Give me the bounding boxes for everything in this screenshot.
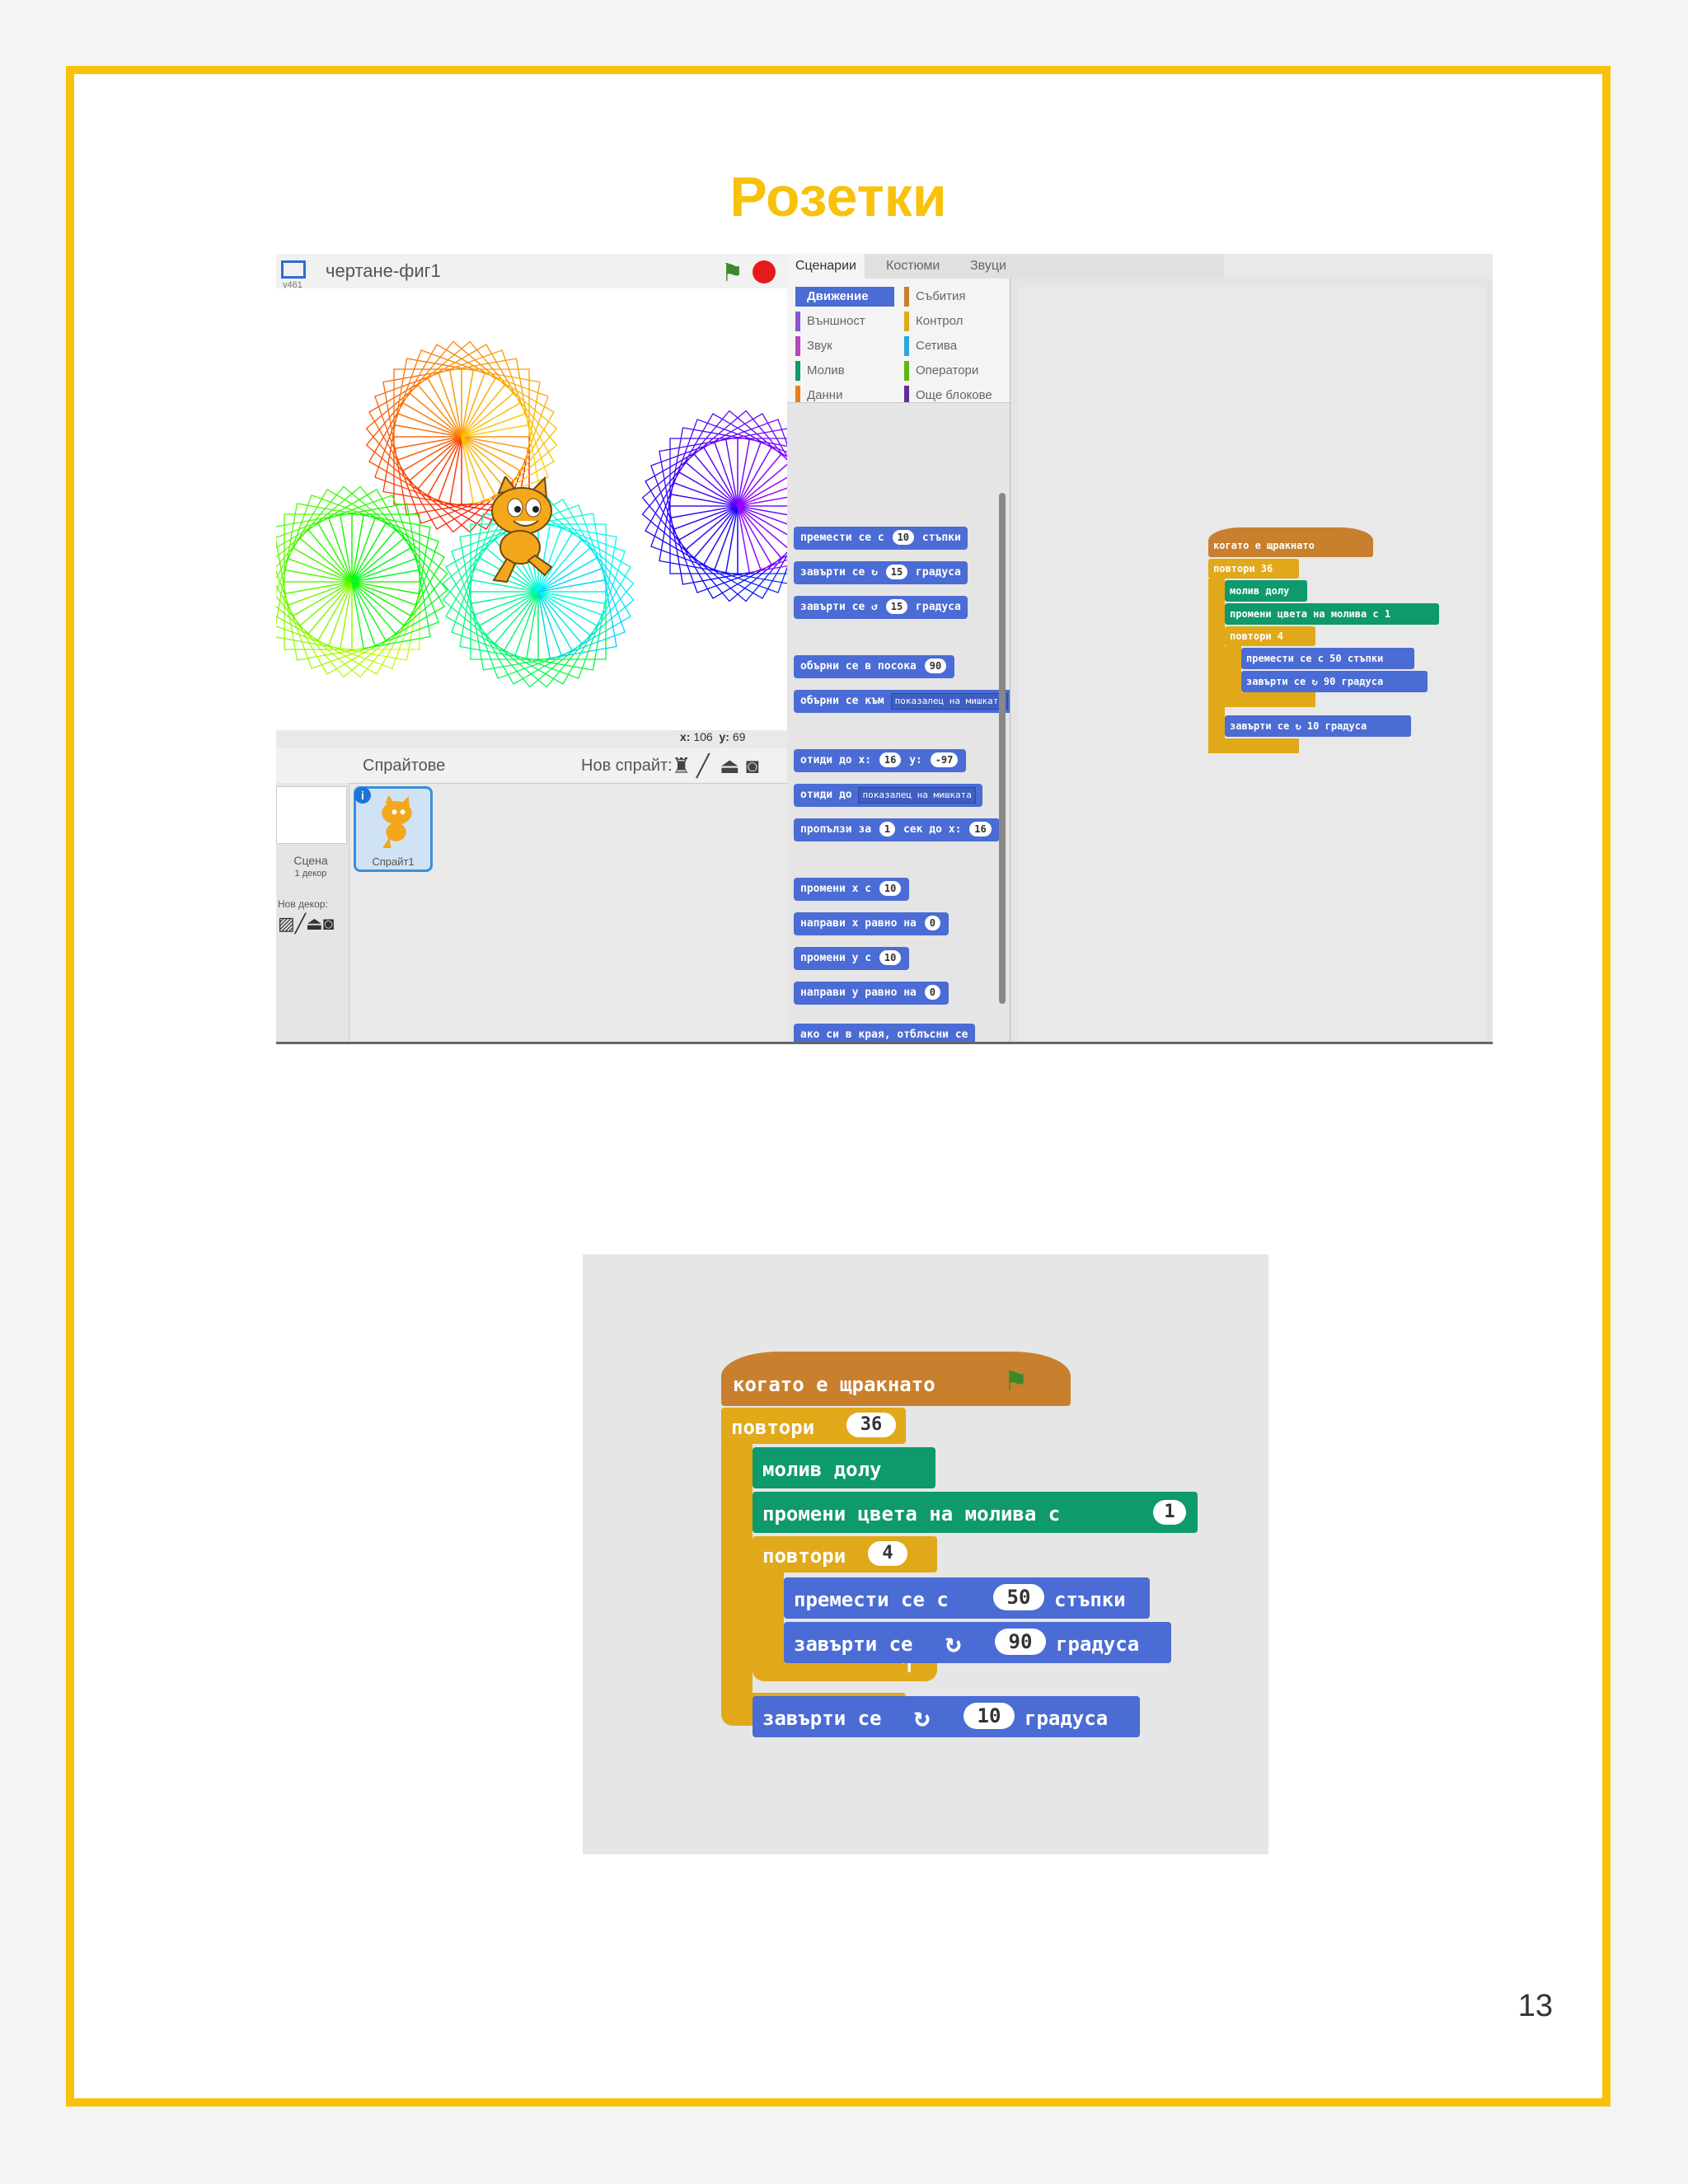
- stop-icon[interactable]: [753, 260, 776, 284]
- mini-pen-down[interactable]: молив долу: [1225, 580, 1307, 602]
- new-sprite-label: Нов спрайт:: [581, 757, 673, 775]
- rosette-0: [365, 340, 558, 533]
- version-label: v461: [283, 280, 302, 290]
- category-7[interactable]: Оператори: [904, 361, 978, 381]
- sprite-name: Спрайт1: [372, 855, 415, 868]
- cat-sprite[interactable]: [474, 476, 565, 592]
- category-4[interactable]: Звук: [795, 336, 832, 356]
- set-y-block[interactable]: направи y равно на 0: [794, 982, 949, 1005]
- glide-block[interactable]: пропълзи за 1 сек до x: 16: [794, 818, 1000, 841]
- bounce-block[interactable]: ако си в края, отблъсни се: [794, 1024, 975, 1042]
- tab-costumes[interactable]: Костюми: [886, 259, 940, 273]
- pen-down-block[interactable]: молив долу: [753, 1447, 935, 1488]
- info-icon[interactable]: i: [354, 787, 371, 804]
- mini-repeat-4[interactable]: повтори 4: [1225, 626, 1315, 646]
- upload-sprite-icon[interactable]: ⏏: [720, 753, 740, 778]
- palette-scrollbar[interactable]: [999, 493, 1006, 1004]
- mini-repeat-36[interactable]: повтори 36: [1208, 559, 1299, 579]
- category-6[interactable]: Молив: [795, 361, 845, 381]
- tab-sounds[interactable]: Звуци: [970, 259, 1006, 273]
- mini-move[interactable]: премести се с 50 стъпки: [1241, 648, 1414, 669]
- stage-thumbnail[interactable]: [276, 786, 347, 844]
- category-2[interactable]: Външност: [795, 312, 865, 331]
- scratch-editor-screenshot: v461 чертане-фиг1 ⚑ x: 106: [276, 254, 1493, 1044]
- sprite-thumbnail-cat: [382, 795, 412, 848]
- turn-right-block[interactable]: завърти се ↻ 15 градуса: [794, 561, 968, 584]
- green-flag-icon: ⚑: [1006, 1361, 1025, 1398]
- scene-label: Сцена: [293, 854, 328, 867]
- category-0[interactable]: Движение: [795, 287, 894, 307]
- mouse-coordinates: x: 106 y: 69: [680, 730, 746, 743]
- rosette-2: [442, 495, 635, 688]
- sprite-tile[interactable]: i Спрайт1: [354, 786, 433, 872]
- category-3[interactable]: Контрол: [904, 312, 963, 331]
- page-number: 13: [1517, 1989, 1553, 2023]
- scene-backdrops-count: 1 декор: [294, 869, 327, 879]
- rosette-1: [276, 485, 448, 678]
- new-backdrop-label: Нов декор:: [278, 898, 328, 910]
- mini-change-color[interactable]: промени цвета на молива с 1: [1225, 603, 1439, 625]
- mini-arm-3: [1225, 692, 1315, 707]
- slide-title: Розетки: [729, 166, 947, 228]
- goto-block[interactable]: отиди до показалец на мишката: [794, 784, 982, 807]
- mini-arm-2: [1225, 646, 1241, 696]
- sprites-label: Спрайтове: [363, 757, 446, 775]
- mini-turn-90[interactable]: завърти се ↻ 90 градуса: [1241, 671, 1428, 692]
- goto-xy-block[interactable]: отиди до x: 16 y: -97: [794, 749, 967, 772]
- tab-scripts[interactable]: Сценарии: [787, 254, 865, 279]
- category-5[interactable]: Сетива: [904, 336, 957, 356]
- move-50-block[interactable]: премести се с 50 стъпки: [784, 1577, 1150, 1619]
- mini-turn-10[interactable]: завърти се ↻ 10 градуса: [1225, 715, 1411, 737]
- camera-icon[interactable]: ◙: [746, 753, 759, 778]
- green-flag-icon[interactable]: ⚑: [721, 260, 743, 287]
- paint-sprite-icon[interactable]: ╱: [696, 753, 710, 778]
- backdrop-tools-icon[interactable]: ▨╱⏏◙: [278, 913, 335, 934]
- category-1[interactable]: Събития: [904, 287, 966, 307]
- change-y-block[interactable]: промени y с 10: [794, 947, 910, 970]
- block-palette: премести се с 10 стъпки завърти се ↻ 15 …: [787, 402, 1010, 1042]
- turn-10-block[interactable]: завърти се ↻ 10 градуса: [753, 1696, 1140, 1737]
- stage-header: v461 чертане-фиг1 ⚑: [276, 254, 787, 290]
- repeat-4-arm: [753, 1571, 784, 1653]
- zoomed-script: когато е щракнато ⚑ повтори 36 ↰ молив д…: [583, 1254, 1268, 1854]
- rosette-drawings: [276, 340, 834, 688]
- mini-arm-0: [1208, 579, 1225, 743]
- fullscreen-icon[interactable]: [281, 260, 306, 279]
- sprite-library-icon[interactable]: ♜: [672, 753, 692, 778]
- category-9[interactable]: Още блокове: [904, 386, 992, 405]
- category-8[interactable]: Данни: [795, 386, 842, 405]
- set-x-block[interactable]: направи x равно на 0: [794, 912, 949, 935]
- rosette-3: [641, 410, 834, 602]
- repeat-36-arm: [721, 1442, 753, 1699]
- mini-hat[interactable]: когато е щракнато: [1208, 527, 1373, 557]
- project-name[interactable]: чертане-фиг1: [326, 260, 441, 281]
- change-pen-color-block[interactable]: промени цвета на молива с 1: [753, 1492, 1198, 1533]
- slide-frame: Розетки v461 чертане-фиг1 ⚑: [66, 66, 1611, 2107]
- move-block[interactable]: премести се с 10 стъпки: [794, 527, 968, 550]
- stage[interactable]: [276, 288, 834, 730]
- turn-right-icon: ↻: [914, 1701, 931, 1732]
- sprites-header: Спрайтове Нов спрайт: ♜ ╱ ⏏ ◙: [276, 748, 787, 784]
- point-direction-block[interactable]: обърни се в посока 90: [794, 655, 955, 678]
- repeat-36-block[interactable]: повтори 36: [721, 1408, 906, 1444]
- editor-tabs: Сценарии Костюми Звуци: [787, 254, 1224, 279]
- turn-90-block[interactable]: завърти се ↻ 90 градуса: [784, 1622, 1171, 1663]
- point-towards-block[interactable]: обърни се към показалец на мишката: [794, 690, 1010, 713]
- turn-left-block[interactable]: завърти се ↺ 15 градуса: [794, 596, 968, 619]
- repeat-4-block[interactable]: повтори 4: [753, 1536, 937, 1572]
- when-flag-clicked-block[interactable]: когато е щракнато ⚑: [721, 1352, 1071, 1406]
- scene-panel[interactable]: Сцена 1 декор Нов декор: ▨╱⏏◙: [276, 783, 349, 1042]
- turn-right-icon: ↻: [945, 1627, 962, 1658]
- change-x-block[interactable]: промени x с 10: [794, 878, 910, 901]
- mini-arm-1: [1208, 738, 1299, 753]
